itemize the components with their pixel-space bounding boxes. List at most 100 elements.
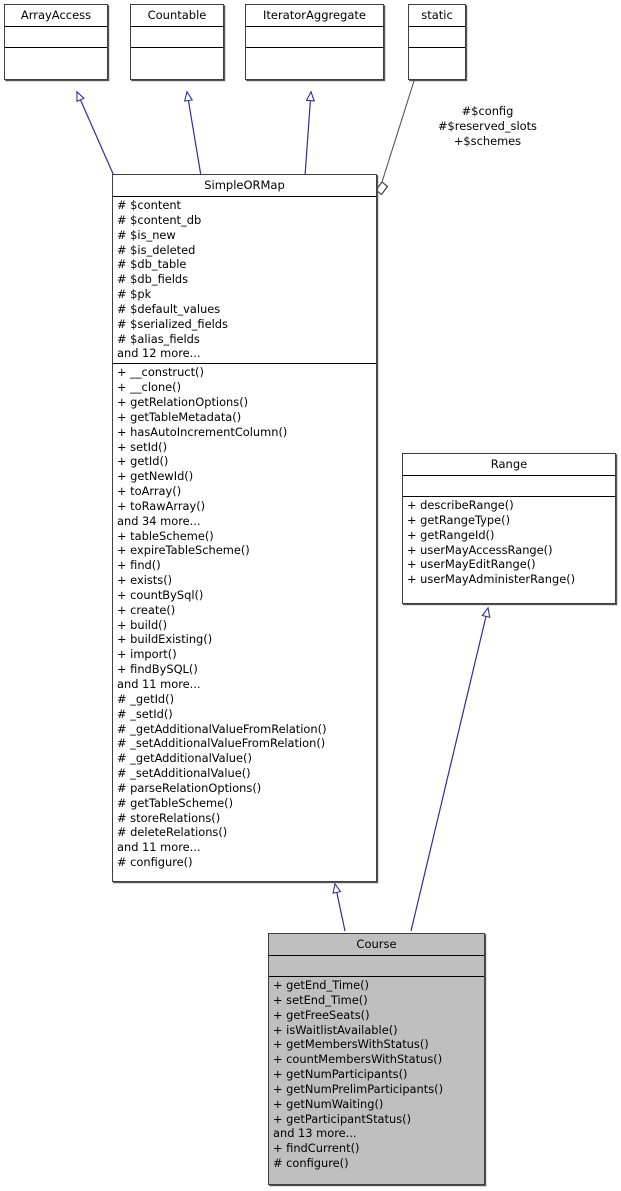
member-line: and 11 more... [117, 840, 201, 855]
member-line: # $content [117, 198, 182, 212]
member-line: + setId() [117, 439, 168, 454]
member-line: + findCurrent() [273, 1141, 360, 1156]
member-line: # configure() [117, 855, 193, 870]
member-line: and 11 more... [117, 677, 201, 691]
class-operations-arrayaccess [5, 48, 107, 70]
member-line: + getFreeSeats() [273, 1007, 370, 1022]
member-line: and 12 more... [117, 346, 201, 361]
class-attributes-range [403, 476, 615, 497]
member-line: # _setAdditionalValueFromRelation() [117, 736, 326, 751]
member-line: # $db_table [117, 257, 187, 272]
class-title-range: Range [403, 454, 615, 476]
class-title-simpleormap: SimpleORMap [113, 175, 376, 197]
member-line: + getParticipantStatus() [273, 1111, 412, 1126]
aggregation-label-line-1: #$config [461, 104, 514, 118]
member-line: + userMayEditRange() [407, 557, 536, 572]
class-title-iteratoraggregate: IteratorAggregate [246, 5, 383, 27]
member-line: + getRangeType() [407, 512, 511, 527]
class-box-simpleormap[interactable]: SimpleORMap # $content# $content_db# $is… [112, 174, 377, 882]
member-line: # $content_db [117, 212, 202, 227]
member-line: + userMayAccessRange() [407, 542, 553, 557]
member-line: # parseRelationOptions() [117, 780, 262, 795]
class-attributes-countable [131, 27, 223, 48]
member-line: + build() [117, 617, 168, 632]
member-line: # $serialized_fields [117, 316, 228, 331]
class-operations-course: + getEnd_Time()+ setEnd_Time()+ getFreeS… [269, 977, 484, 1173]
member-line: + import() [117, 647, 177, 662]
member-line: # _setAdditionalValue() [117, 766, 251, 781]
member-line: + find() [117, 558, 161, 573]
aggregation-label-static: #$config #$reserved_slots +$schemes [410, 104, 565, 149]
member-line: + getNumPrelimParticipants() [273, 1081, 444, 1096]
member-line: + getRelationOptions() [117, 394, 249, 409]
class-operations-iteratoraggregate [246, 48, 383, 70]
member-line: + tableScheme() [117, 528, 214, 543]
class-attributes-simpleormap: # $content# $content_db# $is_new# $is_de… [113, 197, 376, 365]
member-line: + getNewId() [117, 469, 194, 484]
member-line: + expireTableScheme() [117, 543, 250, 558]
class-box-countable[interactable]: Countable [130, 4, 224, 80]
member-line: + describeRange() [407, 498, 514, 512]
edge-course-range [410, 608, 488, 932]
class-box-range[interactable]: Range + describeRange()+ getRangeType()+… [402, 453, 616, 604]
member-line: # $db_fields [117, 272, 189, 287]
class-box-static[interactable]: static [408, 4, 466, 80]
member-line: # $is_new [117, 227, 176, 242]
member-line: + getRangeId() [407, 527, 495, 542]
member-line: + __construct() [117, 365, 204, 380]
member-line: # _getAdditionalValue() [117, 751, 252, 766]
member-line: + create() [117, 602, 176, 617]
member-line: # deleteRelations() [117, 825, 228, 840]
aggregation-label-line-3: +$schemes [453, 134, 522, 148]
edge-simpleormap-iteratoraggregate [304, 92, 311, 177]
class-title-course: Course [269, 934, 484, 956]
class-operations-countable [131, 48, 223, 70]
member-line: + getTableMetadata() [117, 409, 242, 424]
aggregation-label-line-2: #$reserved_slots [437, 119, 537, 133]
class-operations-static [409, 48, 465, 70]
member-line: and 34 more... [117, 513, 201, 528]
class-title-arrayaccess: ArrayAccess [5, 5, 107, 27]
member-line: # _getAdditionalValueFromRelation() [117, 721, 327, 736]
class-box-iteratoraggregate[interactable]: IteratorAggregate [245, 4, 384, 80]
class-operations-range: + describeRange()+ getRangeType()+ getRa… [403, 497, 615, 589]
class-title-countable: Countable [131, 5, 223, 27]
member-line: # _setId() [117, 706, 173, 721]
member-line: + toRawArray() [117, 498, 206, 513]
member-line: + isWaitlistAvailable() [273, 1022, 398, 1037]
class-box-course[interactable]: Course + getEnd_Time()+ setEnd_Time()+ g… [268, 933, 485, 1185]
member-line: # $alias_fields [117, 331, 200, 346]
member-line: + getId() [117, 454, 169, 469]
member-line: # storeRelations() [117, 810, 221, 825]
class-title-static: static [409, 5, 465, 27]
class-attributes-iteratoraggregate [246, 27, 383, 48]
member-line: + countMembersWithStatus() [273, 1052, 443, 1067]
member-line: + getNumWaiting() [273, 1096, 384, 1111]
member-line: + hasAutoIncrementColumn() [117, 424, 288, 439]
member-line: # $pk [117, 287, 152, 302]
member-line: + findBySQL() [117, 662, 198, 677]
member-line: + setEnd_Time() [273, 992, 368, 1007]
member-line: + getMembersWithStatus() [273, 1037, 429, 1052]
class-attributes-arrayaccess [5, 27, 107, 48]
member-line: + userMayAdministerRange() [407, 572, 576, 587]
edge-simpleormap-arrayaccess [77, 92, 115, 177]
member-line: # configure() [273, 1156, 349, 1171]
member-line: + __clone() [117, 380, 182, 395]
member-line: + exists() [117, 573, 173, 588]
member-line: and 13 more... [273, 1126, 357, 1141]
member-line: + buildExisting() [117, 632, 213, 647]
member-line: # $default_values [117, 301, 221, 316]
class-attributes-static [409, 27, 465, 48]
member-line: + countBySql() [117, 587, 204, 602]
member-line: + getEnd_Time() [273, 978, 369, 992]
class-box-arrayaccess[interactable]: ArrayAccess [4, 4, 108, 80]
edge-simpleormap-countable [187, 92, 202, 177]
edge-course-simpleormap [335, 884, 346, 932]
member-line: # $is_deleted [117, 242, 196, 257]
member-line: # getTableScheme() [117, 795, 234, 810]
member-line: # _getId() [117, 691, 175, 706]
member-line: + getNumParticipants() [273, 1067, 408, 1082]
edge-static-simpleormap-aggregation [375, 80, 415, 196]
